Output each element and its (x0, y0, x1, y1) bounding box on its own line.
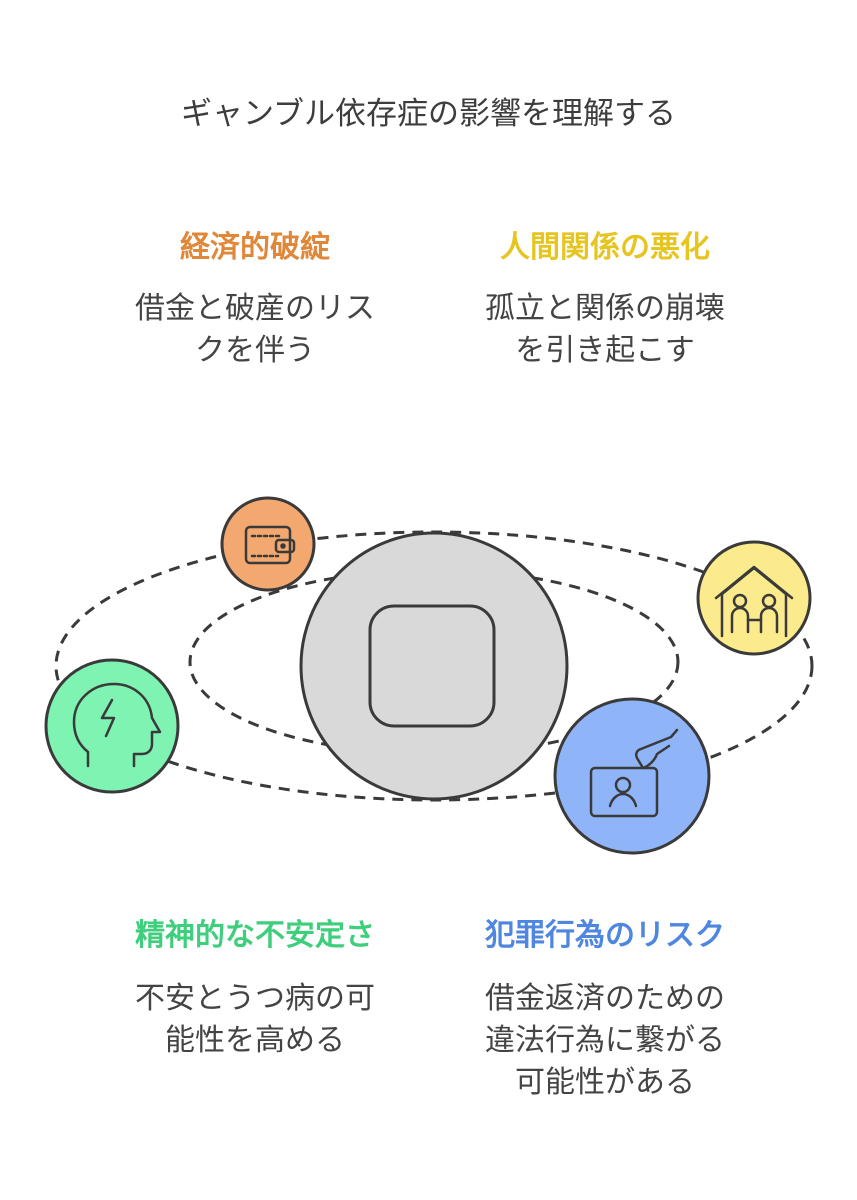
family-node (696, 540, 812, 656)
id-card-hand-icon (589, 728, 679, 818)
family-house-icon (714, 565, 794, 638)
desc-relationships: 孤立と関係の崩壊 を引き起こす (440, 288, 770, 372)
page-title: ギャンブル依存症の影響を理解する (180, 96, 677, 132)
desc-line: 可能性がある (515, 1065, 695, 1100)
desc-line: 不安とうつ病の可 (135, 981, 375, 1016)
desc-line: 孤立と関係の崩壊 (485, 291, 725, 326)
inner-orbit (188, 568, 680, 756)
desc-crime: 借金返済のための 違法行為に繋がる 可能性がある (440, 978, 770, 1104)
heading-crime: 犯罪行為のリスク (485, 918, 725, 953)
head-lightning-icon (72, 682, 162, 768)
heading-relationships: 人間関係の悪化 (500, 230, 710, 265)
desc-line: クを伴う (195, 333, 315, 368)
desc-line: を引き起こす (515, 333, 695, 368)
desc-mental: 不安とうつ病の可 能性を高める (95, 978, 415, 1062)
desc-line: 借金返済のための (485, 981, 725, 1016)
desc-financial: 借金と破産のリス クを伴う (95, 288, 415, 372)
desc-line: 借金と破産のリス (135, 291, 375, 326)
wallet-node (220, 496, 316, 592)
heading-mental: 精神的な不安定さ (135, 918, 375, 953)
rounded-square-icon (368, 604, 496, 728)
desc-line: 違法行為に繋がる (485, 1023, 725, 1058)
mental-node (44, 658, 180, 794)
center-node (299, 531, 569, 801)
crime-node (553, 697, 711, 855)
heading-financial: 経済的破綻 (180, 230, 330, 265)
desc-line: 能性を高める (165, 1023, 345, 1058)
wallet-icon (244, 525, 296, 565)
